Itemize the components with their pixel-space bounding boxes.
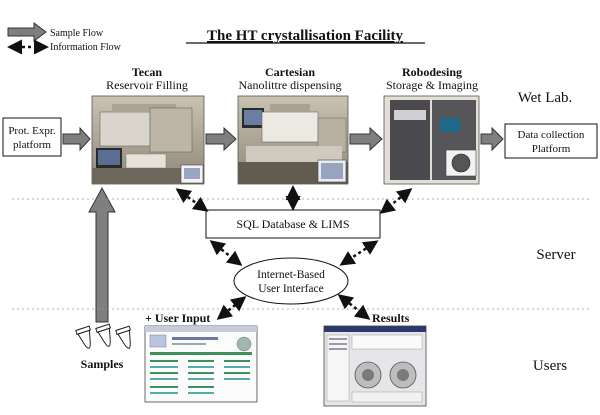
prot-expr-platform-box: Prot. Expr. platform (2, 117, 62, 157)
info-arrow-sql-right-interface (339, 240, 379, 266)
sample-tube-icon (75, 325, 91, 349)
robodesing-name: Robodesing (402, 65, 462, 79)
info-arrow-user-input-interface (216, 296, 247, 320)
user-interface-line2: User Interface (258, 283, 323, 295)
sql-database-box: SQL Database & LIMS (205, 209, 381, 239)
user-interface-ellipse: Internet-Based User Interface (233, 257, 349, 305)
sample-tubes (75, 323, 131, 349)
sample-arrow-prot-to-tecan (62, 126, 91, 152)
info-arrow-tecan-sql (175, 188, 209, 212)
sample-flow-legend-label: Sample Flow (50, 28, 104, 39)
user-interface-line1: Internet-Based (257, 269, 325, 281)
sql-database-label: SQL Database & LIMS (236, 217, 349, 231)
tecan-name: Tecan (132, 65, 163, 79)
user-input-label: + User Input (145, 311, 210, 325)
cartesian-subtitle: Nanolittre dispensing (239, 78, 342, 92)
results-label: Results (372, 311, 410, 325)
data-collection-line2: Platform (532, 143, 571, 155)
data-collection-platform-box: Data collection Platform (504, 123, 598, 159)
sample-arrow-cartesian-to-robodesing (349, 126, 383, 152)
sample-tube-icon (95, 323, 111, 347)
sample-arrow-robodesing-to-data (480, 126, 504, 152)
tecan-photo (91, 95, 205, 185)
prot-expr-line1: Prot. Expr. (8, 125, 56, 137)
page-title: The HT crystallisation Facility (207, 28, 403, 44)
info-arrow-sql-left-interface (209, 240, 243, 266)
zone-wet-lab: Wet Lab. (518, 90, 573, 106)
sample-flow-legend-arrow (7, 22, 47, 42)
zone-server: Server (536, 247, 575, 263)
information-flow-legend-label: Information Flow (50, 42, 122, 53)
robodesing-subtitle: Storage & Imaging (386, 78, 478, 92)
results-screenshot (323, 325, 427, 407)
sample-arrow-samples-to-tecan (88, 186, 116, 323)
info-arrow-interface-results (337, 294, 371, 320)
cartesian-photo (237, 95, 349, 185)
robodesing-photo (383, 95, 480, 185)
samples-label: Samples (81, 357, 124, 371)
cartesian-name: Cartesian (265, 65, 315, 79)
info-arrow-robodesing-sql (379, 188, 413, 214)
sample-arrow-tecan-to-cartesian (205, 126, 237, 152)
prot-expr-line2: platform (13, 139, 51, 151)
user-input-screenshot (144, 325, 258, 403)
zone-users: Users (533, 358, 567, 374)
legend: Sample Flow Information Flow (6, 22, 122, 55)
tecan-subtitle: Reservoir Filling (106, 78, 188, 92)
data-collection-line1: Data collection (518, 129, 585, 141)
sample-tube-icon (115, 325, 131, 349)
